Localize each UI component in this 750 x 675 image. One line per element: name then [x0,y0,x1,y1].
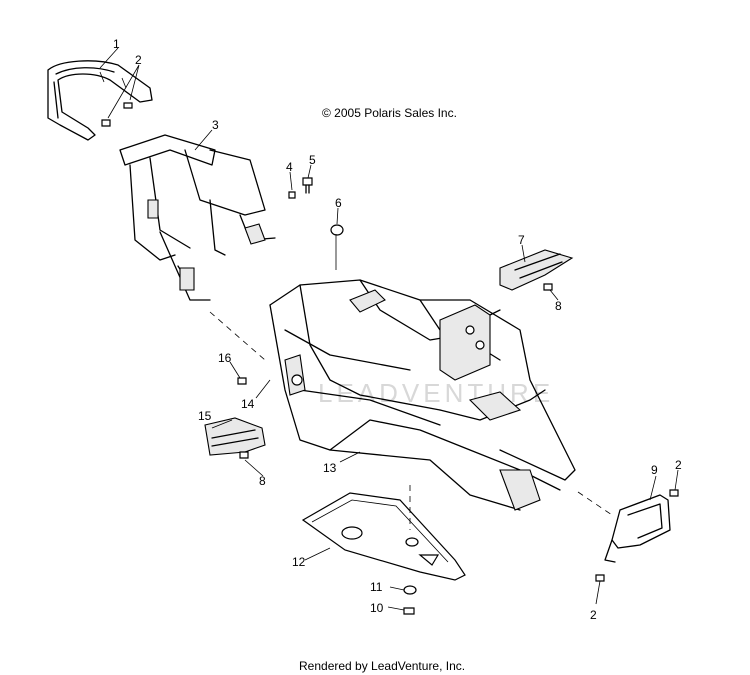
callout-14: 14 [241,397,255,411]
callout-8-left: 8 [259,474,266,488]
part-bolt-5[interactable] [302,177,313,194]
callout-11: 11 [370,580,383,594]
part-bolt-16[interactable] [237,377,247,385]
part-nut-11[interactable] [403,585,417,595]
callout-13: 13 [323,461,337,475]
watermark-text: LEADVENTURE [318,378,554,408]
callout-16: 16 [218,351,232,365]
leader-lines [99,47,679,611]
part-bolt[interactable] [101,102,133,127]
callout-12: 12 [292,555,306,569]
part-bolt-8-left[interactable] [239,451,249,459]
part-grommet-6[interactable] [330,224,344,236]
part-bolt-10[interactable] [403,607,415,615]
callout-numbers: 1 2 3 4 5 6 7 8 16 14 15 8 13 12 11 10 9… [113,37,682,622]
footer-text: Rendered by LeadVenture, Inc. [299,659,465,673]
callout-4: 4 [286,160,293,174]
part-front-bumper[interactable] [604,494,671,563]
part-left-footrest[interactable] [204,417,266,456]
part-rear-grab-bar[interactable] [47,60,153,141]
callout-7: 7 [518,233,525,247]
callout-15: 15 [198,409,212,423]
part-nut-4[interactable] [288,191,296,199]
part-main-frame[interactable] [269,279,576,511]
part-skid-plate[interactable] [301,492,466,581]
callout-2-right: 2 [675,458,682,472]
part-right-footrest[interactable] [499,249,574,291]
callout-6: 6 [335,196,342,210]
part-rear-subframe[interactable] [119,134,276,301]
copyright-text: © 2005 Polaris Sales Inc. [322,106,457,120]
callout-10: 10 [370,601,384,615]
callout-9: 9 [651,463,658,477]
callout-8-right: 8 [555,299,562,313]
callout-2-bottom: 2 [590,608,597,622]
callout-1: 1 [113,37,120,51]
callout-2: 2 [135,53,142,67]
part-bolt-2-right[interactable] [595,489,679,582]
part-bolt-8-right[interactable] [543,283,553,291]
callout-3: 3 [212,118,219,132]
callout-5: 5 [309,153,316,167]
